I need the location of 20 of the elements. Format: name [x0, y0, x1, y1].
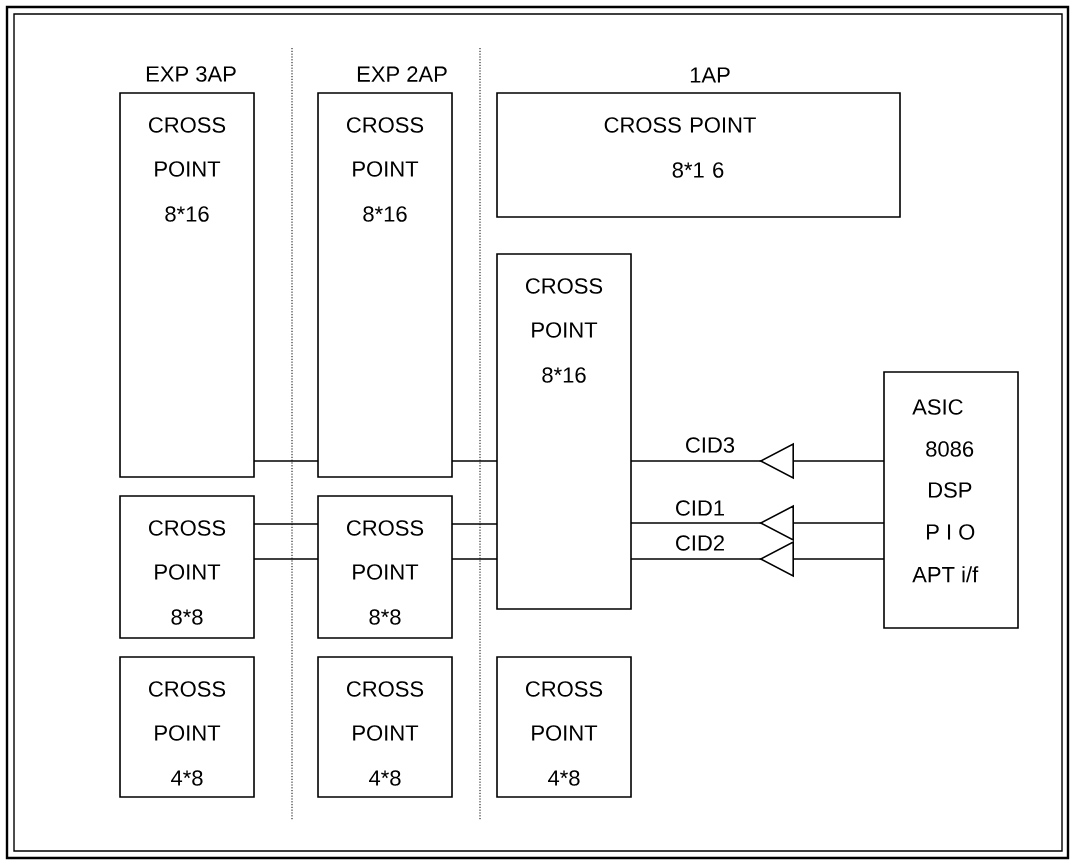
connection-line: [253, 460, 319, 462]
module-box: CROSS POINT 4*8: [496, 656, 632, 798]
module-box: CROSS POINT 8*8: [317, 495, 453, 639]
module-box: CROSS POINT 4*8: [317, 656, 453, 798]
module-box: CROSS POINT 8*16: [317, 92, 453, 478]
module-box: CROSS POINT 8*8: [119, 495, 255, 639]
edge-label: CID1: [673, 499, 727, 517]
connection-line: [451, 460, 498, 462]
module-box: ASIC 8086 DSP P I O APT i/f: [883, 371, 1019, 629]
connection-line: [451, 523, 498, 525]
module-box: CROSS POINT 8*16: [496, 253, 632, 610]
connection-line: [451, 558, 498, 560]
module-box: CROSS POINT 8*1 6: [496, 92, 901, 218]
module-box: CROSS POINT 4*8: [119, 656, 255, 798]
module-box: CROSS POINT 8*16: [119, 92, 255, 478]
edge-label: CID3: [683, 436, 737, 454]
column-heading: EXP 2AP: [357, 66, 447, 82]
connection-line: [253, 558, 319, 560]
connection-line: [253, 523, 319, 525]
edge-label: CID2: [673, 534, 727, 552]
